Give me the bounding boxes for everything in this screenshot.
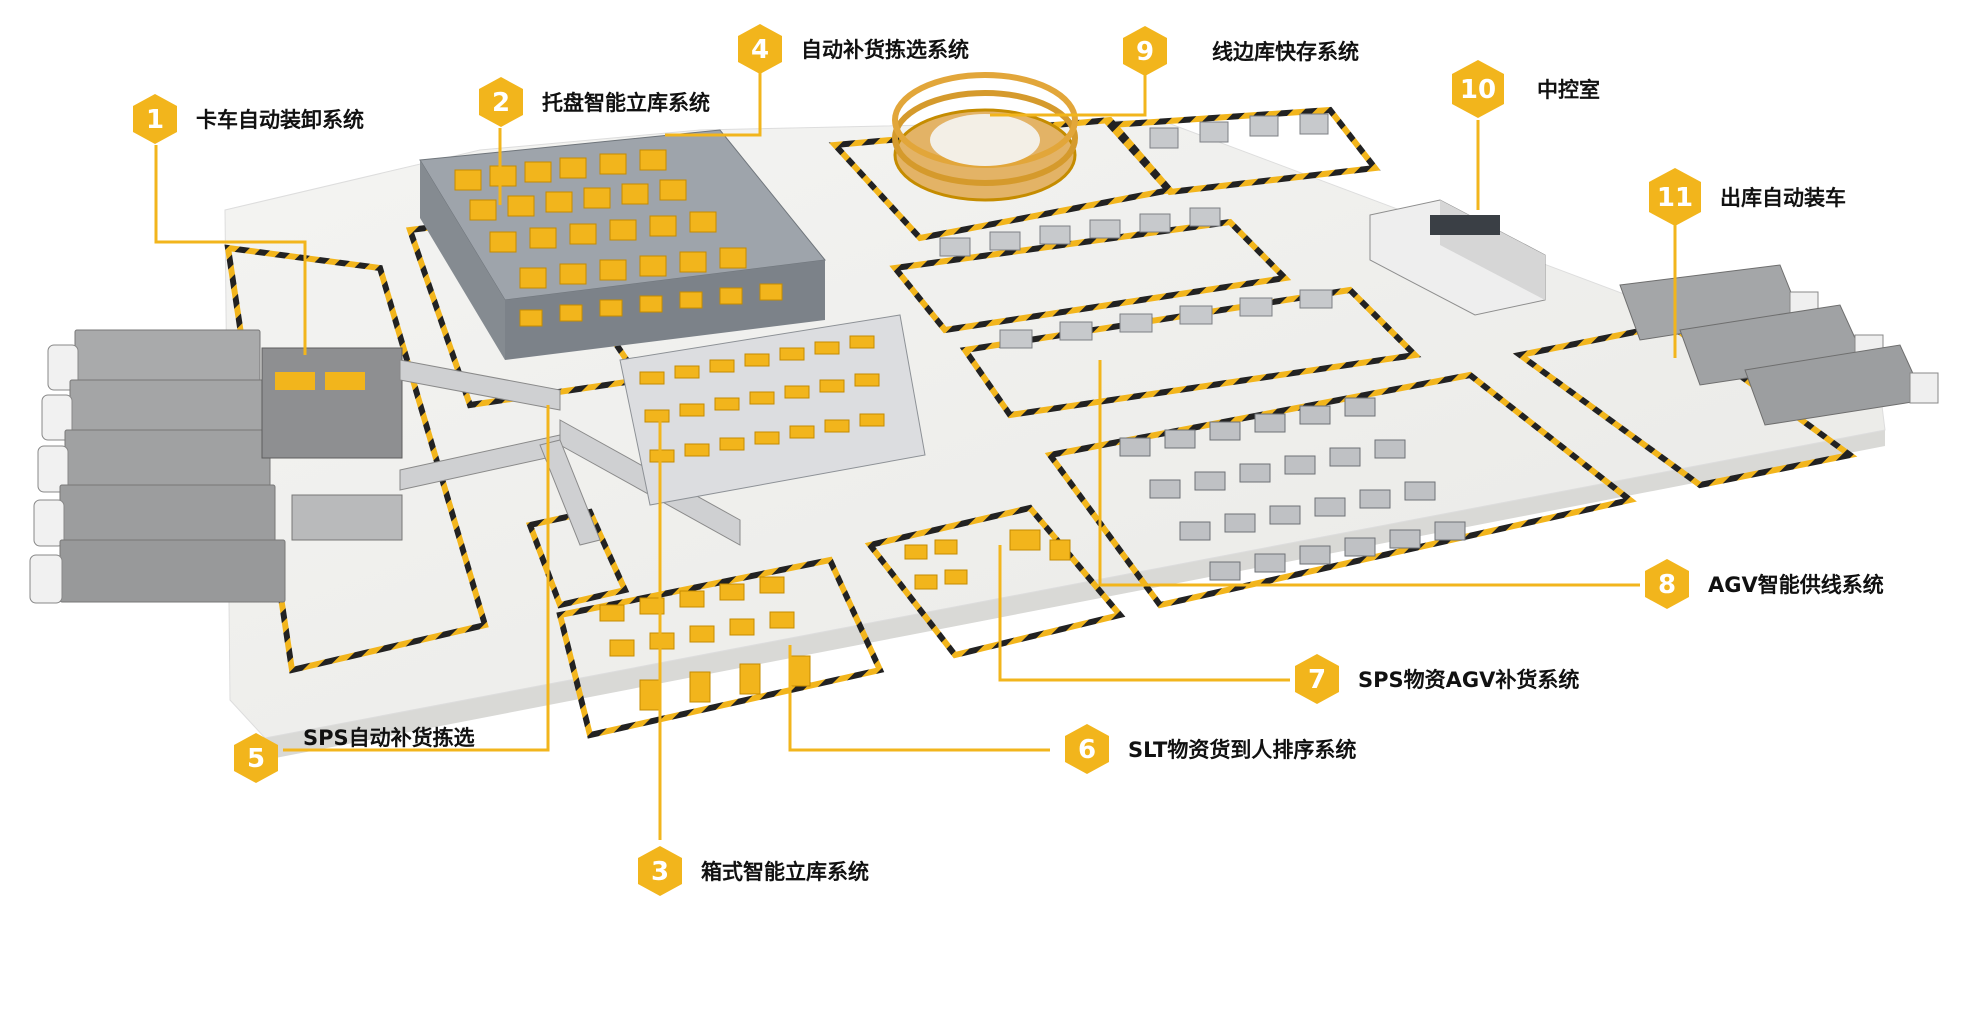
hex-badge: 6 <box>1065 724 1109 774</box>
svg-text:11: 11 <box>1657 183 1693 213</box>
slt-sorting <box>599 576 811 711</box>
hex-badge: 1 <box>133 94 177 144</box>
zone-slt-sorting <box>556 556 885 739</box>
label-6-text: SLT物资货到人排序系统 <box>1128 738 1357 762</box>
leader-lines <box>154 73 1677 840</box>
leader-9 <box>990 73 1147 117</box>
label-3: 3 箱式智能立库系统 <box>633 846 869 896</box>
svg-text:2: 2 <box>492 88 510 118</box>
bin-asrs <box>619 314 926 506</box>
svg-text:4: 4 <box>751 35 769 65</box>
label-3-text: 箱式智能立库系统 <box>701 860 869 884</box>
label-8-text: AGV智能供线系统 <box>1708 573 1884 597</box>
truck <box>47 329 261 391</box>
label-4: 4 自动补货拣选系统 <box>733 24 969 74</box>
label-4-text: 自动补货拣选系统 <box>801 38 969 62</box>
truck <box>1744 344 1939 426</box>
svg-text:5: 5 <box>247 744 265 774</box>
hex-badge: 2 <box>479 77 523 127</box>
label-11: 11 出库自动装车 <box>1644 168 1846 226</box>
label-9-text: 线边库快存系统 <box>1212 40 1359 64</box>
label-8: 8 AGV智能供线系统 <box>1640 559 1884 609</box>
zone-agv-assembly <box>959 286 1422 419</box>
control-room <box>1369 199 1546 316</box>
zone-agv-feed <box>1044 371 1637 609</box>
label-10: 10 中控室 <box>1447 60 1600 118</box>
svg-text:9: 9 <box>1136 37 1154 67</box>
agv-grid <box>1119 397 1466 581</box>
outbound-trucks <box>1619 264 1939 426</box>
hex-badge: 7 <box>1295 654 1339 704</box>
hex-badge: 11 <box>1649 168 1701 226</box>
floor-slab-side <box>265 430 1885 760</box>
svg-text:10: 10 <box>1460 75 1496 105</box>
leader-5 <box>283 405 550 752</box>
leader-4 <box>665 73 762 137</box>
inbound-trucks <box>29 329 286 604</box>
truck <box>41 379 266 441</box>
circular-storage <box>892 72 1078 202</box>
agv-replenish <box>904 529 1071 590</box>
label-6: 6 SLT物资货到人排序系统 <box>1060 724 1356 774</box>
hex-badge: 5 <box>234 733 278 783</box>
truck <box>29 539 286 604</box>
hex-badge: 9 <box>1123 26 1167 76</box>
label-9: 9 线边库快存系统 <box>1118 26 1359 76</box>
label-7: 7 SPS物资AGV补货系统 <box>1290 654 1579 704</box>
truck <box>33 484 276 548</box>
label-2: 2 托盘智能立库系统 <box>474 77 710 127</box>
leader-1 <box>154 145 307 355</box>
label-5-text: SPS自动补货拣选 <box>303 726 475 750</box>
hex-badge: 10 <box>1452 60 1504 118</box>
leader-7 <box>998 545 1290 682</box>
label-2-text: 托盘智能立库系统 <box>542 91 710 115</box>
leader-8 <box>1098 360 1640 587</box>
label-10-text: 中控室 <box>1537 78 1600 102</box>
svg-text:1: 1 <box>146 105 164 135</box>
truck <box>37 429 271 493</box>
hex-badge: 4 <box>738 24 782 74</box>
svg-text:8: 8 <box>1658 570 1676 600</box>
svg-text:3: 3 <box>651 857 669 887</box>
unloading-dock <box>261 347 403 541</box>
hex-badge: 8 <box>1645 559 1689 609</box>
pallet-asrs <box>419 129 826 360</box>
zone-outbound <box>1512 321 1858 489</box>
zone-agv-replenish <box>864 504 1126 659</box>
label-1: 1 卡车自动装卸系统 <box>128 94 364 144</box>
hex-badge: 3 <box>638 846 682 896</box>
leader-6 <box>788 645 1050 752</box>
label-7-text: SPS物资AGV补货系统 <box>1358 668 1580 692</box>
label-11-text: 出库自动装车 <box>1720 186 1846 210</box>
workstations <box>939 113 1333 349</box>
svg-text:7: 7 <box>1308 665 1326 695</box>
zone-quick-store <box>1103 106 1381 196</box>
label-1-text: 卡车自动装卸系统 <box>196 108 364 132</box>
label-5: 5 SPS自动补货拣选 <box>229 722 475 783</box>
svg-text:6: 6 <box>1078 735 1096 765</box>
